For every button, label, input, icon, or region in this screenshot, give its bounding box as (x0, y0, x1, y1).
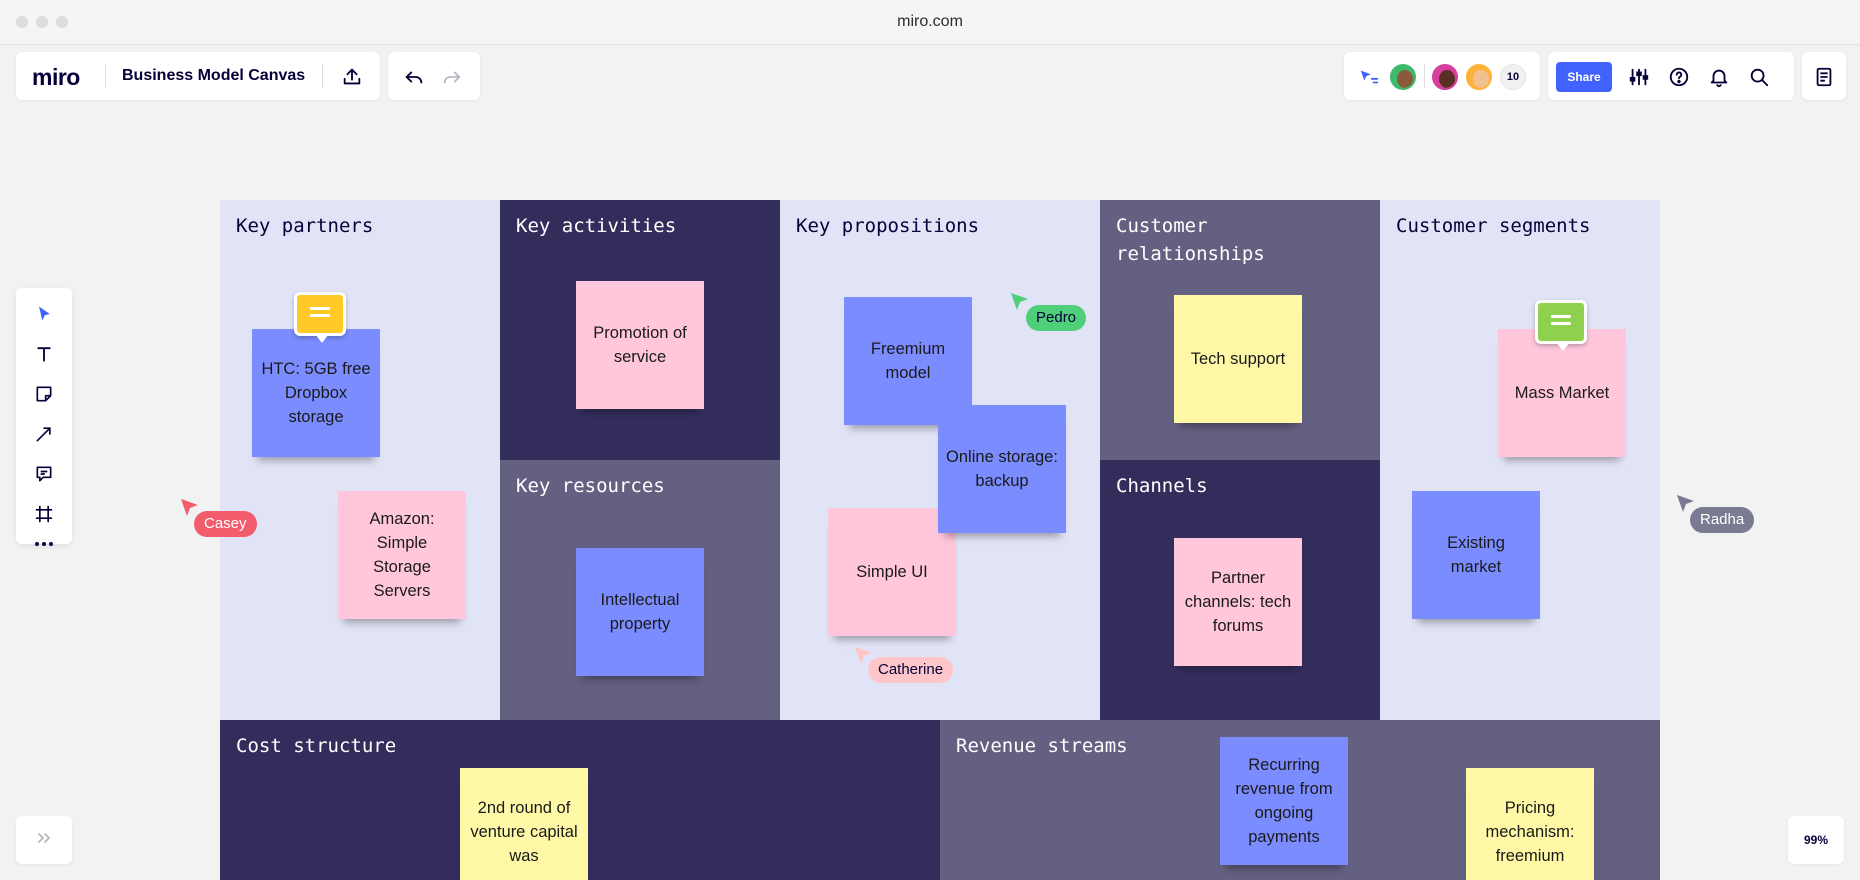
miro-logo[interactable]: miro (32, 64, 80, 90)
browser-chrome: miro.com (0, 0, 1860, 45)
cursor-label-radha: Radha (1690, 507, 1755, 533)
sticky-note[interactable]: HTC: 5GB free Dropbox storage (252, 329, 380, 457)
more-tools-icon[interactable] (30, 534, 58, 554)
zoom-level[interactable]: 99% (1788, 816, 1844, 864)
browser-url: miro.com (897, 13, 963, 30)
notes-list-icon[interactable] (1811, 64, 1837, 90)
comment-marker[interactable] (294, 292, 346, 343)
sticky-note[interactable]: 2nd round of venture capital was (460, 768, 588, 880)
cursor-pointer-icon (854, 646, 874, 671)
sticky-note[interactable]: Online storage: backup (938, 405, 1066, 533)
sticky-text: Existing market (1447, 534, 1505, 576)
window-close-dot[interactable] (16, 16, 28, 28)
undo-redo-panel (388, 52, 480, 100)
cursor-label-pedro: Pedro (1026, 305, 1087, 331)
avatar[interactable] (1432, 64, 1458, 90)
cursor-label-casey: Casey (194, 511, 257, 537)
sticky-note[interactable]: Existing market (1412, 491, 1540, 619)
comment-icon (1549, 312, 1573, 333)
cell-customer-segments[interactable]: Customer segments (1380, 200, 1660, 720)
cell-title: Key propositions (796, 215, 980, 237)
sticky-note[interactable]: Intellectual property (576, 548, 704, 676)
comment-icon (308, 304, 332, 325)
sticky-text: 2nd round of venture capital was (470, 799, 578, 865)
cell-title: Key resources (516, 475, 665, 497)
collaborators-panel: 10 (1344, 52, 1540, 100)
sticky-note[interactable]: Tech support (1174, 295, 1302, 423)
notifications-bell-icon[interactable] (1706, 64, 1732, 90)
left-toolbar (16, 288, 72, 546)
follow-cursor-icon[interactable] (1356, 64, 1382, 90)
settings-sliders-icon[interactable] (1626, 64, 1652, 90)
sticky-note[interactable]: Amazon: Simple Storage Servers (338, 491, 466, 619)
sticky-text: HTC: 5GB free Dropbox storage (261, 360, 371, 426)
sticky-note[interactable]: Pricing mechanism: freemium (1466, 768, 1594, 880)
divider (1424, 64, 1425, 88)
chevron-double-right-icon (37, 831, 51, 849)
sticky-text: Pricing mechanism: freemium (1485, 799, 1575, 865)
sticky-note[interactable]: Promotion of service (576, 281, 704, 409)
share-button[interactable]: Share (1556, 62, 1612, 92)
window-maximize-dot[interactable] (56, 16, 68, 28)
comment-tool-icon[interactable] (30, 460, 58, 488)
divider (322, 64, 323, 88)
comment-marker[interactable] (1535, 300, 1587, 351)
cursor-pointer-icon (1676, 494, 1696, 519)
divider (105, 64, 106, 88)
undo-icon[interactable] (400, 63, 428, 91)
select-tool-icon[interactable] (30, 300, 58, 328)
export-icon[interactable] (338, 63, 366, 91)
cell-title: Revenue streams (956, 735, 1128, 757)
sticky-text: Simple UI (856, 563, 928, 581)
cell-title: Cost structure (236, 735, 397, 757)
sticky-text: Online storage: backup (946, 448, 1058, 490)
cell-title: Key activities (516, 215, 677, 237)
sticky-text: Partner channels: tech forums (1184, 569, 1292, 635)
cell-key-partners[interactable]: Key partners (220, 200, 500, 720)
sticky-text: Recurring revenue from ongoing payments (1235, 756, 1333, 846)
sticky-note[interactable]: Freemium model (844, 297, 972, 425)
sticky-text: Intellectual property (600, 591, 680, 633)
cell-title: Channels (1116, 475, 1208, 497)
sticky-text: Promotion of service (593, 324, 687, 366)
sticky-text: Amazon: Simple Storage Servers (369, 510, 435, 600)
expand-panel-button[interactable] (16, 816, 72, 864)
board-canvas[interactable]: Key partners Key activities Key resource… (0, 46, 1860, 880)
cursor-pointer-icon (1010, 292, 1030, 317)
sticky-note[interactable]: Simple UI (828, 508, 956, 636)
avatar[interactable] (1390, 64, 1416, 90)
connection-line-tool-icon[interactable] (30, 420, 58, 448)
cell-title: Key partners (236, 215, 374, 237)
sticky-note[interactable]: Recurring revenue from ongoing payments (1220, 737, 1348, 865)
board-header-panel: miro Business Model Canvas (16, 52, 380, 100)
cell-title: Customer relationships (1116, 215, 1265, 265)
redo-icon[interactable] (438, 63, 466, 91)
cell-title: Customer segments (1396, 215, 1591, 237)
sticky-text: Mass Market (1514, 384, 1610, 402)
help-icon[interactable] (1666, 64, 1692, 90)
sticky-text: Freemium model (870, 340, 946, 382)
board-title[interactable]: Business Model Canvas (122, 67, 306, 84)
sticky-note-tool-icon[interactable] (30, 380, 58, 408)
search-icon[interactable] (1746, 64, 1772, 90)
text-tool-icon[interactable] (30, 340, 58, 368)
sticky-text: Tech support (1190, 350, 1286, 368)
avatar[interactable] (1466, 64, 1492, 90)
cursor-pointer-icon (180, 498, 200, 523)
cursor-label-catherine: Catherine (868, 657, 954, 683)
frame-tool-icon[interactable] (30, 500, 58, 528)
board-menu-panel (1802, 52, 1846, 100)
sticky-note[interactable]: Partner channels: tech forums (1174, 538, 1302, 666)
share-tools-panel: Share (1548, 52, 1794, 100)
window-minimize-dot[interactable] (36, 16, 48, 28)
collaborator-count-badge[interactable]: 10 (1500, 64, 1526, 90)
